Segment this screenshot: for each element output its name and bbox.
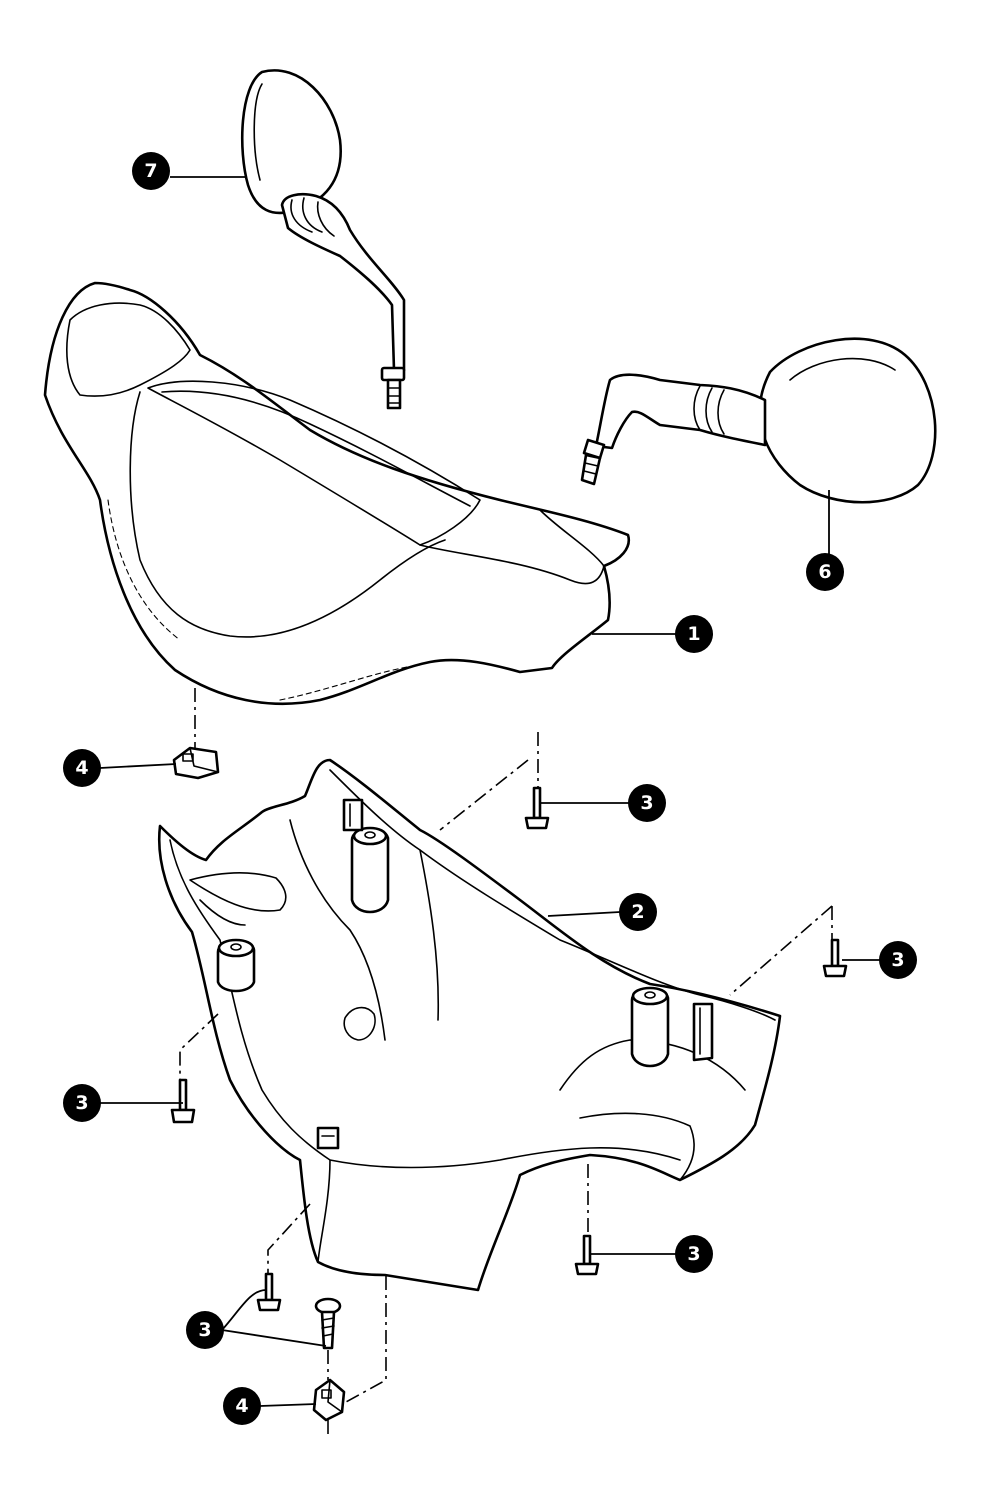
svg-text:3: 3	[75, 1092, 88, 1114]
lower-cover	[158, 758, 782, 1292]
svg-text:1: 1	[687, 623, 700, 645]
svg-text:2: 2	[631, 901, 644, 923]
svg-text:6: 6	[818, 561, 831, 583]
mirror-left	[240, 69, 406, 410]
clip-nut-top	[172, 746, 220, 780]
svg-text:7: 7	[144, 160, 157, 182]
screw-bottom-a	[256, 1272, 282, 1312]
callout-2: 2	[619, 893, 657, 931]
assembly-lines	[179, 688, 833, 1436]
callout-3-left: 3	[63, 1084, 101, 1122]
screw-right	[822, 938, 848, 978]
mirror-right	[580, 337, 937, 504]
screw-left	[170, 1078, 196, 1124]
svg-text:3: 3	[198, 1319, 211, 1341]
callout-4-bottom: 4	[223, 1387, 261, 1425]
callout-4-top: 4	[63, 749, 101, 787]
callout-6: 6	[806, 553, 844, 591]
callout-3-bottom-pair: 3	[186, 1311, 224, 1349]
svg-text:3: 3	[891, 949, 904, 971]
clip-nut-bottom	[312, 1378, 346, 1422]
callout-1: 1	[675, 615, 713, 653]
callout-3-bottom-right: 3	[675, 1235, 713, 1273]
leader-lines	[99, 176, 880, 1407]
callout-3-top-center: 3	[628, 784, 666, 822]
callout-3-right: 3	[879, 941, 917, 979]
callouts: 7 1 6 4 3 2 3 3 3 3 4	[63, 152, 917, 1425]
svg-text:4: 4	[235, 1395, 248, 1417]
screw-top-center	[524, 786, 550, 830]
svg-text:4: 4	[75, 757, 88, 779]
callout-7: 7	[132, 152, 170, 190]
svg-text:3: 3	[687, 1243, 700, 1265]
screw-bottom-b	[314, 1297, 342, 1350]
svg-text:3: 3	[640, 792, 653, 814]
screw-bottom-right	[574, 1234, 600, 1276]
upper-cover	[43, 281, 631, 706]
